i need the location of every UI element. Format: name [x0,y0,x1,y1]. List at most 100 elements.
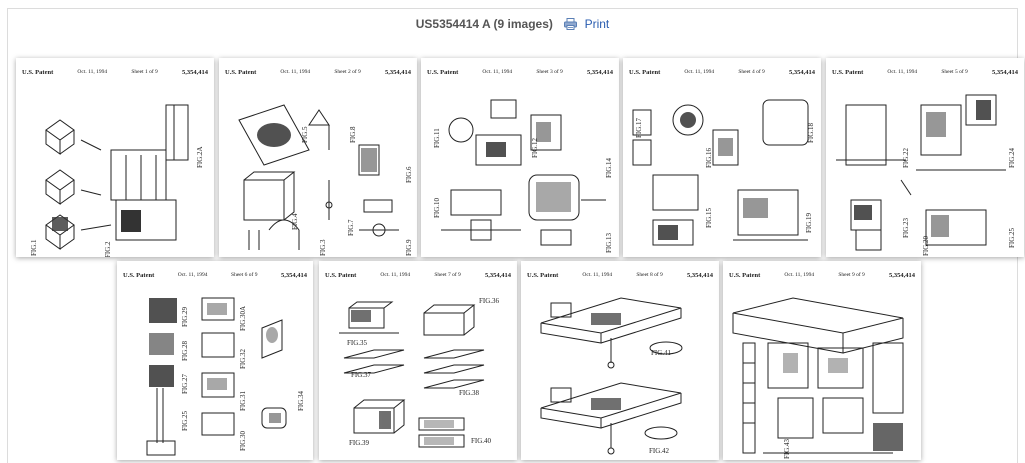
patent-drawing [826,80,1024,255]
patent-label: U.S. Patent [123,271,155,279]
sheet-date: Oct. 11, 1994 [482,69,513,75]
figure-label: FIG.2A [196,146,204,168]
figure-label: FIG.31 [239,390,247,411]
figure-label: FIG.3 [319,239,327,256]
figure-label: FIG.35 [347,339,368,347]
patent-image-thumbnail[interactable]: U.S. Patent Oct. 11, 1994 Sheet 8 of 9 5… [521,261,719,460]
patent-image-thumbnail[interactable]: U.S. Patent Oct. 11, 1994 Sheet 1 of 9 5… [16,58,214,257]
figure-label: FIG.39 [349,439,370,447]
figure-label: FIG.36 [479,297,500,305]
patent-image-thumbnail[interactable]: U.S. Patent Oct. 11, 1994 Sheet 2 of 9 5… [219,58,417,257]
sheet-header: U.S. Patent Oct. 11, 1994 Sheet 7 of 9 5… [325,271,511,279]
patent-number: 5,354,414 [686,271,713,279]
figure-label: FIG.32 [239,348,247,369]
patent-drawing [421,80,619,255]
figure-label: FIG.12 [531,137,539,158]
patent-label: U.S. Patent [527,271,559,279]
patent-image-thumbnail[interactable]: U.S. Patent Oct. 11, 1994 Sheet 4 of 9 5… [623,58,821,257]
sheet-header: U.S. Patent Oct. 11, 1994 Sheet 5 of 9 5… [832,68,1018,76]
patent-image-thumbnail[interactable]: U.S. Patent Oct. 11, 1994 Sheet 9 of 9 5… [723,261,921,460]
patent-image-thumbnail[interactable]: U.S. Patent Oct. 11, 1994 Sheet 7 of 9 5… [319,261,517,460]
sheet-number: Sheet 3 of 9 [536,69,563,75]
figure-label: FIG.29 [181,306,189,327]
print-link[interactable]: Print [584,17,610,31]
sheet-date: Oct. 11, 1994 [887,69,918,75]
figure-label: FIG.6 [405,166,413,183]
figure-label: FIG.30 [239,430,247,451]
figure-label: FIG.38 [459,389,480,397]
sheet-date: Oct. 11, 1994 [280,69,311,75]
sheet-number: Sheet 6 of 9 [231,272,258,278]
patent-label: U.S. Patent [427,68,459,76]
patent-drawing [319,283,517,458]
figure-label: FIG.22 [902,147,910,168]
patent-label: U.S. Patent [225,68,257,76]
patent-image-thumbnail[interactable]: U.S. Patent Oct. 11, 1994 Sheet 5 of 9 5… [826,58,1024,257]
figure-label: FIG.2 [104,241,112,257]
figure-label: FIG.15 [705,207,713,228]
figure-label: FIG.7 [347,219,355,236]
sheet-header: U.S. Patent Oct. 11, 1994 Sheet 8 of 9 5… [527,271,713,279]
sheet-header: U.S. Patent Oct. 11, 1994 Sheet 1 of 9 5… [22,68,208,76]
patent-label: U.S. Patent [832,68,864,76]
patent-image-thumbnail[interactable]: U.S. Patent Oct. 11, 1994 Sheet 3 of 9 5… [421,58,619,257]
figure-label: FIG.27 [181,373,189,394]
figure-label: FIG.9 [405,239,413,256]
sheet-date: Oct. 11, 1994 [380,272,411,278]
sheet-number: Sheet 7 of 9 [434,272,461,278]
sheet-header: U.S. Patent Oct. 11, 1994 Sheet 4 of 9 5… [629,68,815,76]
figure-label: FIG.34 [297,390,305,411]
sheet-number: Sheet 5 of 9 [941,69,968,75]
figure-label: FIG.24 [1008,147,1016,168]
figure-label: FIG.8 [349,126,357,143]
patent-drawing [723,283,921,458]
sheet-number: Sheet 1 of 9 [131,69,158,75]
figure-label: FIG.18 [807,122,815,143]
figure-label: FIG.19 [805,212,813,233]
figure-label: FIG.4 [291,213,299,230]
figure-label: FIG.13 [605,232,613,253]
sheet-header: U.S. Patent Oct. 11, 1994 Sheet 3 of 9 5… [427,68,613,76]
patent-number: 5,354,414 [181,68,208,76]
patent-number: 5,354,414 [586,68,613,76]
patent-number: 5,354,414 [484,271,511,279]
sheet-date: Oct. 11, 1994 [582,272,613,278]
sheet-date: Oct. 11, 1994 [77,69,108,75]
patent-number: 5,354,414 [280,271,307,279]
figure-label: FIG.20 [922,235,930,256]
patent-number: 5,354,414 [991,68,1018,76]
figure-label: FIG.11 [433,128,441,148]
patent-drawing [117,283,313,458]
figure-label: FIG.23 [902,217,910,238]
figure-label: FIG.30A [239,305,247,331]
figure-label: FIG.37 [351,371,372,379]
figure-label: FIG.43 [783,438,791,459]
figure-label: FIG.5 [301,126,309,143]
sheet-number: Sheet 8 of 9 [636,272,663,278]
patent-number: 5,354,414 [384,68,411,76]
figure-label: FIG.25 [181,410,189,431]
figure-label: FIG.41 [651,349,672,357]
figure-label: FIG.42 [649,447,670,455]
sheet-header: U.S. Patent Oct. 11, 1994 Sheet 2 of 9 5… [225,68,411,76]
figure-label: FIG.14 [605,157,613,178]
patent-drawing [219,80,417,255]
patent-label: U.S. Patent [325,271,357,279]
figure-label: FIG.40 [471,437,492,445]
sheet-date: Oct. 11, 1994 [784,272,815,278]
figure-label: FIG.16 [705,147,713,168]
sheet-date: Oct. 11, 1994 [177,272,208,278]
printer-icon[interactable] [564,18,578,33]
figure-label: FIG.1 [30,239,38,256]
sheet-header: U.S. Patent Oct. 11, 1994 Sheet 6 of 9 5… [123,271,307,279]
sheet-number: Sheet 9 of 9 [838,272,865,278]
patent-number: 5,354,414 [788,68,815,76]
gallery-title: US5354414 A (9 images) [415,17,553,31]
patent-drawing [16,80,214,255]
patent-drawing [623,80,821,255]
patent-label: U.S. Patent [629,68,661,76]
patent-image-thumbnail[interactable]: U.S. Patent Oct. 11, 1994 Sheet 6 of 9 5… [117,261,313,460]
figure-label: FIG.17 [635,117,643,138]
figure-label: FIG.25 [1008,227,1016,248]
